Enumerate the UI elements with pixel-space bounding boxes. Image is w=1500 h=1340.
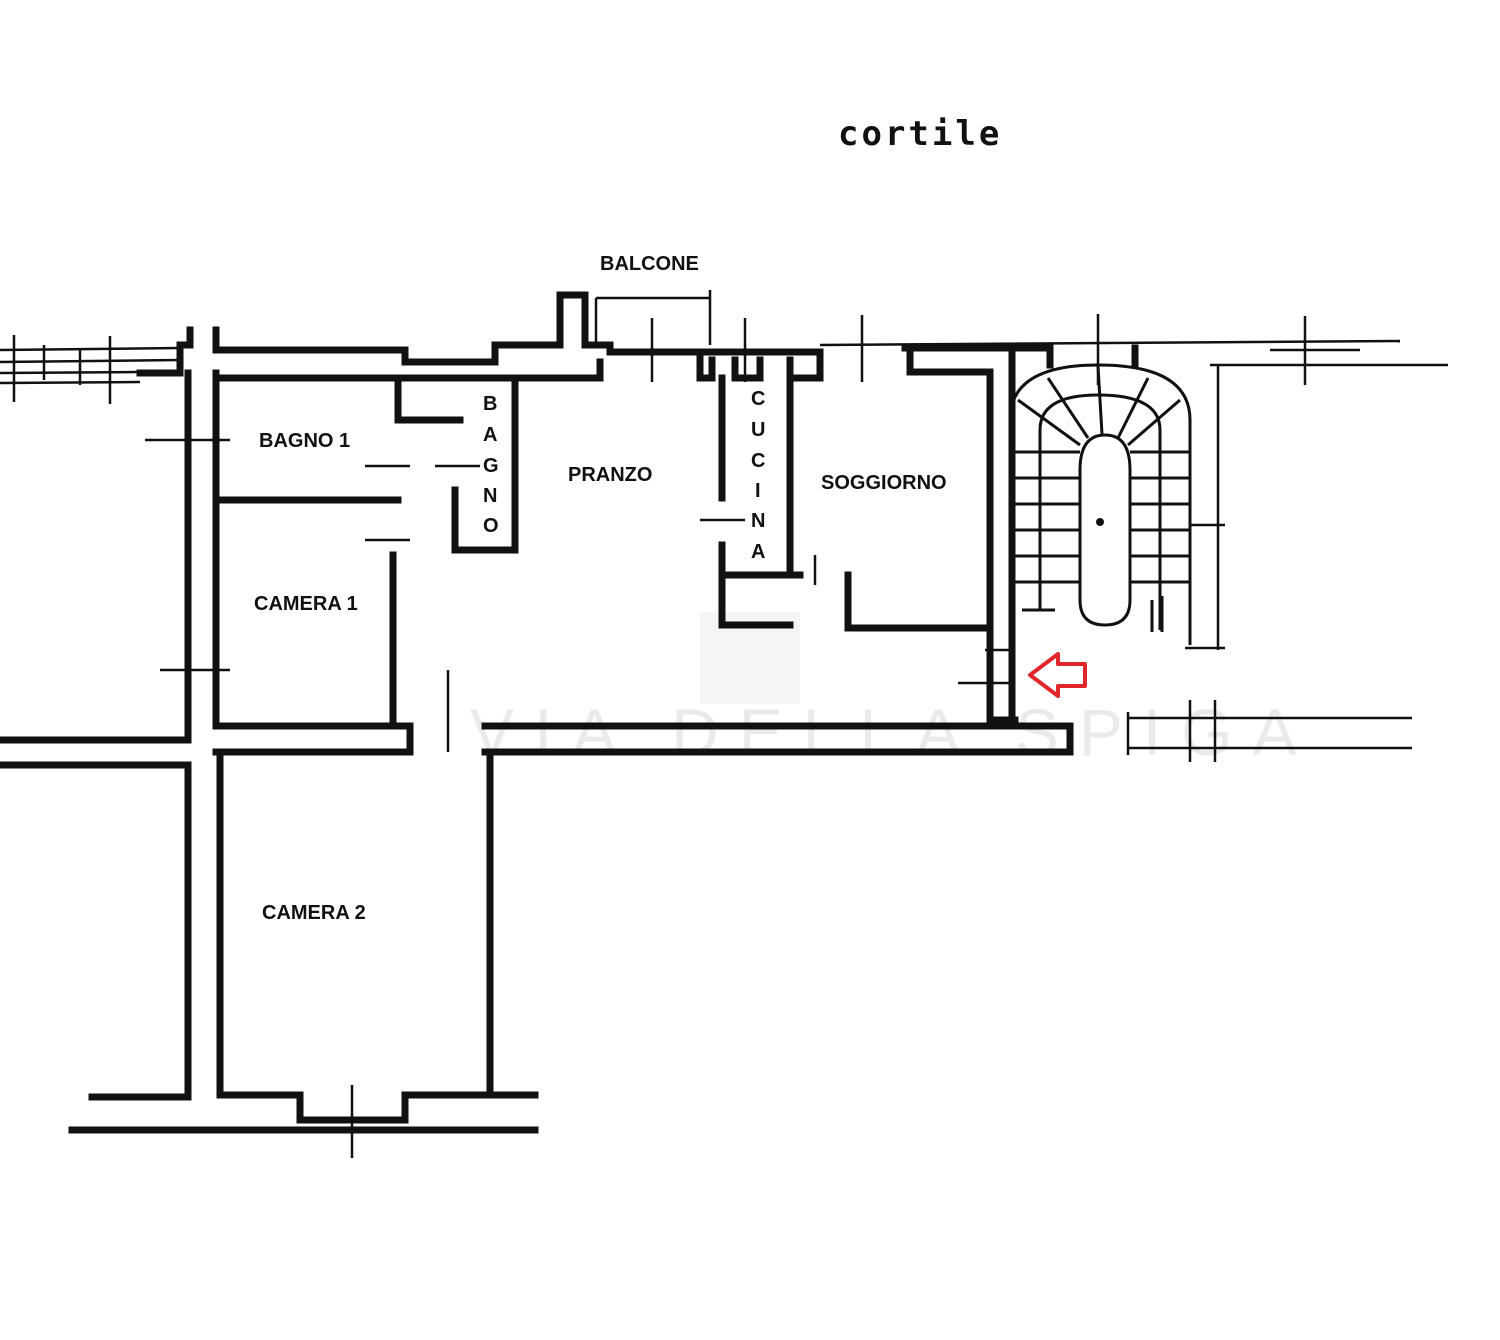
room-label-soggiorno: SOGGIORNO — [821, 472, 947, 494]
cucina-letter: N — [751, 510, 765, 532]
cucina-letter: C — [751, 450, 765, 472]
cucina-letter: C — [751, 388, 765, 410]
bagno-2-letter: N — [483, 485, 497, 507]
cucina-letter: I — [755, 480, 761, 502]
openings — [145, 290, 1448, 1158]
left-arrow-outline-icon — [1028, 652, 1087, 698]
cucina-letter: U — [751, 419, 765, 441]
room-label-bagno-1: BAGNO 1 — [259, 430, 350, 452]
room-label-camera-1: CAMERA 1 — [254, 593, 358, 615]
watermark: VIA DELLA SPIGA — [470, 695, 1317, 769]
room-label-cucina: C U C I N A — [751, 388, 765, 563]
bagno-2-letter: O — [483, 515, 499, 537]
courtyard-label: cortile — [838, 114, 1002, 154]
room-label-pranzo: PRANZO — [568, 464, 652, 486]
room-label-balcone: BALCONE — [600, 253, 699, 275]
walls — [0, 291, 1139, 1134]
top-left-boundary — [0, 335, 181, 404]
cucina-letter: A — [751, 541, 765, 563]
bagno-2-letter: A — [483, 424, 497, 446]
room-label-bagno-2: B A G N O — [483, 393, 499, 537]
bagno-2-letter: G — [483, 455, 499, 477]
bagno-2-letter: B — [483, 393, 497, 415]
room-label-camera-2: CAMERA 2 — [262, 902, 366, 924]
staircase — [1008, 363, 1192, 645]
